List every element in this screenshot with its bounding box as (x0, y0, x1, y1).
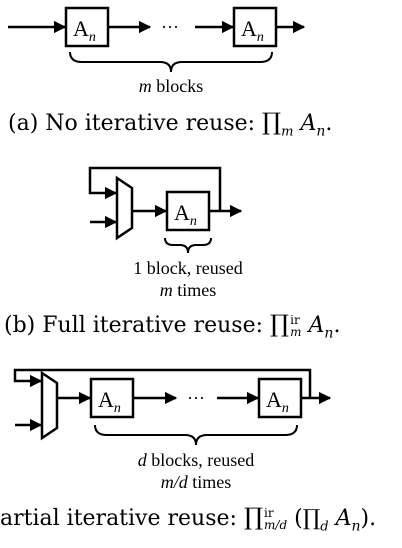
product-subscript: m (290, 325, 302, 339)
ellipsis: ··· (161, 17, 179, 37)
product-symbol: ∏ (262, 108, 282, 136)
caption-term: A (335, 506, 352, 531)
caption-text: (b) Full iterative reuse: (4, 313, 271, 338)
product-symbol-inner: ∏ (302, 506, 321, 531)
brace-label-line2: m/d times (161, 472, 232, 492)
caption-text: (a) No iterative reuse: (8, 111, 263, 136)
panel-a-labels: An An ··· m blocks (73, 16, 264, 96)
panel-c (13, 368, 332, 446)
multiplexer (115, 175, 134, 241)
product-subscript: m/d (264, 518, 288, 532)
caption-text: artial iterative reuse: (0, 506, 244, 531)
caption-open-paren: ( (287, 506, 303, 531)
brace (94, 424, 298, 446)
product-superscript: ir (264, 506, 274, 520)
brace-label-line1: d blocks, reused (138, 450, 254, 470)
ellipsis: ··· (187, 388, 205, 408)
multiplexer (40, 370, 59, 441)
block-label: An (98, 387, 121, 416)
caption-term-subscript: n (316, 123, 326, 140)
panel-b (88, 166, 243, 254)
caption-term: A (300, 111, 317, 136)
caption-term-subscript: n (351, 518, 361, 535)
product-subscript: m (281, 124, 294, 140)
brace (69, 51, 273, 73)
caption-end: . (333, 313, 341, 338)
caption-end: . (325, 111, 333, 136)
block-label: An (241, 16, 264, 45)
caption-a: (a) No iterative reuse: ∏m An. (8, 108, 332, 139)
brace-label-line1: 1 block, reused (133, 258, 242, 278)
panel-b-labels: An 1 block, reused m times (133, 200, 242, 300)
block-label: An (73, 16, 96, 45)
brace-label: m blocks (139, 76, 204, 96)
product-symbol: ∏ (270, 310, 290, 338)
brace (164, 237, 212, 254)
caption-term: A (308, 313, 325, 338)
panel-c-labels: An An ··· d blocks, reused m/d times (98, 387, 289, 492)
product-symbol: ∏ (243, 503, 264, 531)
inner-product-subscript: d (320, 519, 329, 535)
product-superscript: ir (290, 313, 300, 327)
block-label: An (266, 387, 289, 416)
block-label: An (174, 200, 197, 229)
caption-term-subscript: n (324, 325, 334, 342)
feedback-loop-arrow (13, 368, 312, 398)
brace-label-line2: m times (160, 280, 217, 300)
caption-close: ). (360, 506, 377, 531)
panel-a (8, 6, 306, 73)
feedback-loop-arrow (88, 166, 222, 211)
